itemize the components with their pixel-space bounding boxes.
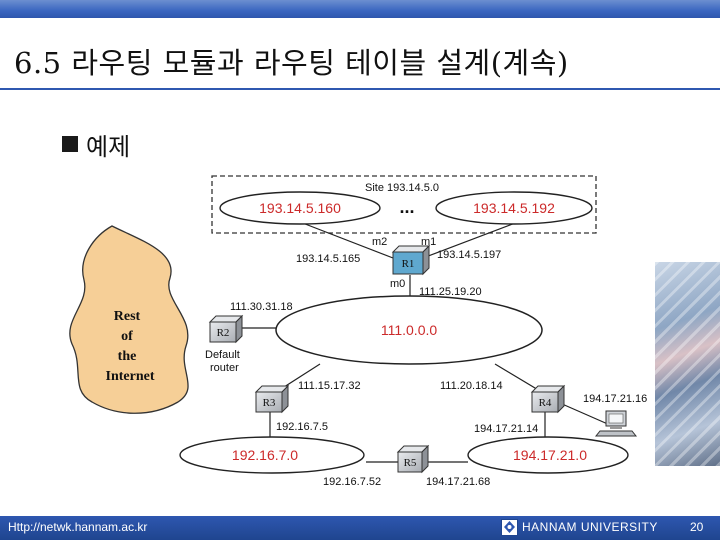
network-right-site	[435, 191, 593, 225]
network-lower-left	[179, 436, 365, 474]
host-computer-icon	[594, 410, 638, 437]
router-r4: R4	[530, 384, 566, 414]
network-lower-left-label: 192.16.7.0	[232, 447, 298, 463]
router-r1-label: R1	[402, 258, 415, 270]
internet-label-line2: of	[121, 329, 133, 344]
router-r4-label: R4	[539, 397, 552, 409]
bullet-text: 예제	[86, 132, 131, 161]
addr-r4-bottom: 194.17.21.14	[474, 423, 538, 435]
site-label: Site 193.14.5.0	[365, 182, 439, 194]
addr-r1-m1: 193.14.5.197	[437, 249, 501, 261]
router-r2: R2	[208, 314, 244, 344]
addr-r3-top: 111.15.17.32	[298, 380, 361, 392]
network-right-site-label: 193.14.5.192	[473, 200, 555, 216]
addr-r3-bottom: 192.16.7.5	[276, 421, 328, 433]
internet-label-line1: Rest	[114, 309, 141, 324]
square-bullet-icon	[62, 136, 78, 152]
addr-r2: 111.30.31.18	[230, 301, 293, 313]
footer-bar	[0, 516, 720, 540]
footer-url: Http://netwk.hannam.ac.kr	[8, 520, 148, 534]
addr-r1-m2: 193.14.5.165	[296, 253, 360, 265]
addr-host: 194.17.21.16	[583, 393, 647, 405]
router-r1: R1	[391, 244, 431, 276]
router-r5: R5	[396, 444, 430, 474]
ellipsis: ...	[399, 197, 414, 217]
interface-m0-label: m0	[390, 278, 405, 290]
bullet-item: 예제	[62, 128, 131, 161]
slide-title: 6.5 라우팅 모듈과 라우팅 테이블 설계(계속)	[14, 46, 569, 80]
decorative-photo-strip	[655, 262, 720, 466]
default-router-label-line1: Default	[205, 349, 240, 361]
site-boundary-box	[211, 175, 597, 234]
interface-m1-label: m1	[421, 236, 436, 248]
addr-r4-top: 111.20.18.14	[440, 380, 503, 392]
footer-university: HANNAM UNIVERSITY	[522, 520, 658, 534]
internet-label-line4: Internet	[106, 369, 155, 384]
network-lower-right	[467, 436, 629, 474]
default-router-label-line2: router	[210, 362, 239, 374]
internet-label-line3: the	[118, 349, 137, 364]
router-r3: R3	[254, 384, 290, 414]
addr-r5-left: 192.16.7.52	[323, 476, 381, 488]
router-r5-label: R5	[404, 457, 417, 469]
university-logo-icon	[501, 519, 518, 536]
router-r2-label: R2	[217, 327, 230, 339]
top-accent-bar	[0, 0, 720, 18]
addr-r1-m0: 111.25.19.20	[419, 286, 482, 298]
network-left-site-label: 193.14.5.160	[259, 200, 341, 216]
page-number: 20	[690, 520, 704, 534]
network-backbone-label: 111.0.0.0	[381, 322, 438, 338]
addr-r5-right: 194.17.21.68	[426, 476, 490, 488]
network-lower-right-label: 194.17.21.0	[513, 447, 587, 463]
internet-cloud	[69, 225, 189, 414]
interface-m2-label: m2	[372, 236, 387, 248]
network-backbone	[275, 295, 543, 365]
network-left-site	[219, 191, 381, 225]
router-r3-label: R3	[263, 397, 276, 409]
title-underline	[0, 88, 720, 90]
